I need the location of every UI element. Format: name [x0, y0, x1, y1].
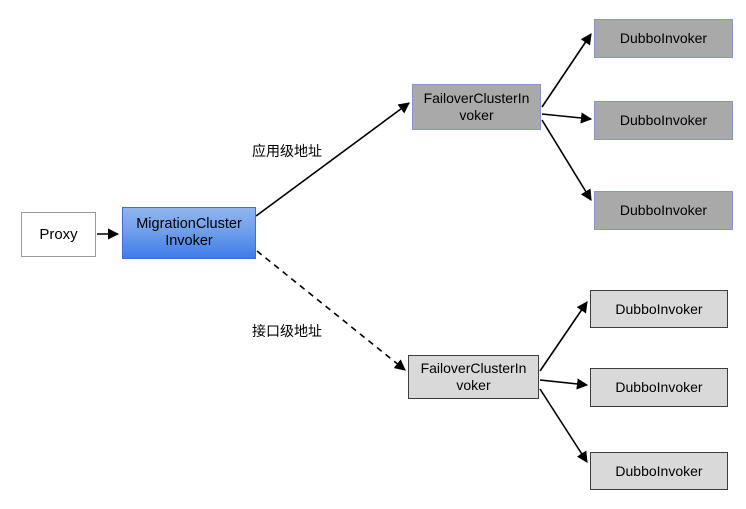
edge-failover-iface-to-dubbo-3: [539, 388, 588, 463]
edge-failover-app-to-dubbo-1: [541, 33, 592, 108]
node-label-failover-app: FailoverClusterIn voker: [423, 90, 530, 123]
node-failover-iface[interactable]: FailoverClusterIn voker: [408, 355, 539, 399]
node-label-dubbo-app-2: DubboInvoker: [619, 112, 708, 129]
edge-failover-app-to-dubbo-2: [541, 112, 593, 124]
node-migration[interactable]: MigrationCluster Invoker: [122, 207, 256, 259]
node-dubbo-iface-3[interactable]: DubboInvoker: [590, 452, 728, 490]
node-dubbo-app-2[interactable]: DubboInvoker: [594, 101, 733, 140]
node-label-proxy: Proxy: [39, 225, 78, 243]
node-label-dubbo-iface-2: DubboInvoker: [615, 379, 703, 396]
edge-migration-to-failover-iface: [256, 250, 406, 371]
node-label-failover-iface: FailoverClusterIn voker: [420, 360, 527, 393]
edge-migration-to-failover-app: [255, 102, 410, 217]
node-label-dubbo-app-3: DubboInvoker: [619, 202, 708, 219]
node-label-dubbo-app-1: DubboInvoker: [619, 30, 708, 47]
node-label-migration: MigrationCluster Invoker: [136, 215, 242, 249]
node-label-dubbo-iface-1: DubboInvoker: [615, 300, 703, 317]
node-proxy[interactable]: Proxy: [21, 212, 96, 257]
edge-failover-iface-to-dubbo-1: [539, 301, 588, 372]
node-dubbo-iface-2[interactable]: DubboInvoker: [590, 368, 728, 407]
node-dubbo-app-1[interactable]: DubboInvoker: [594, 19, 733, 58]
edge-label-iface-level-address: 接口级地址: [252, 323, 322, 339]
edge-label-app-level-address: 应用级地址: [252, 143, 322, 159]
node-dubbo-iface-1[interactable]: DubboInvoker: [590, 290, 728, 328]
edge-failover-app-to-dubbo-3: [541, 119, 592, 201]
node-label-dubbo-iface-3: DubboInvoker: [615, 462, 703, 479]
edge-failover-iface-to-dubbo-2: [539, 378, 589, 390]
node-dubbo-app-3[interactable]: DubboInvoker: [594, 191, 733, 230]
node-failover-app[interactable]: FailoverClusterIn voker: [412, 84, 541, 130]
